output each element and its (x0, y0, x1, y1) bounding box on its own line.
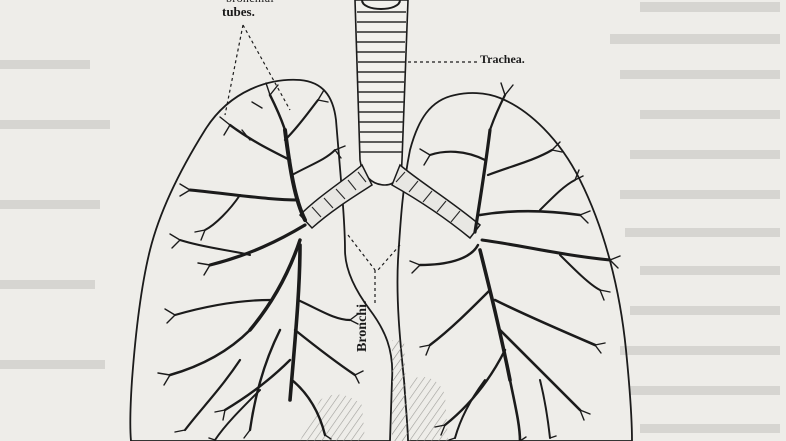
right-lung-outline (396, 92, 633, 441)
trachea (354, 0, 409, 186)
bronchi-leader-right (377, 244, 401, 271)
right-bronchial-tree (409, 82, 621, 441)
left-bronchial-tree (157, 82, 364, 441)
tubes-leader (224, 24, 244, 116)
left-lung-outline (129, 78, 394, 441)
left-base-shade (300, 394, 365, 441)
right-base-shade (408, 376, 448, 441)
label-trachea: Trachea. (480, 52, 525, 66)
bronchi-leader-left (347, 234, 376, 271)
background-text-lines (0, 2, 780, 433)
label-leader-lines (224, 24, 478, 305)
mediastinum-shade (392, 340, 408, 441)
label-bronchial-partial: bronchial (226, 0, 274, 6)
label-tubes: tubes. (222, 4, 255, 19)
tubes-leader-2 (242, 24, 291, 111)
label-bronchi: Bronchi. (355, 300, 370, 352)
main-bronchi (298, 163, 482, 240)
